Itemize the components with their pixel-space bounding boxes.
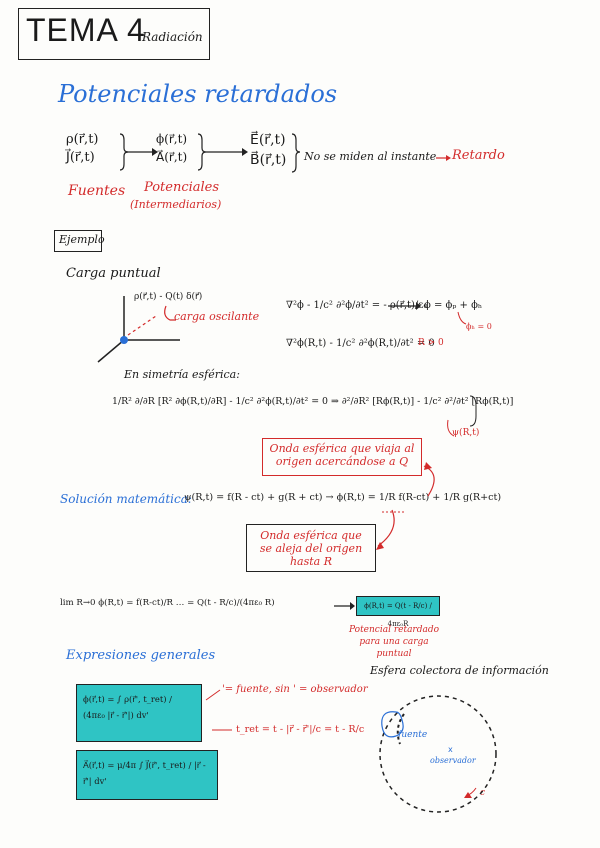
eq3-tag: ψ(R,t) xyxy=(452,428,480,438)
solution-label: Solución matemática: xyxy=(60,492,192,506)
charge-note: carga oscilante xyxy=(174,310,260,323)
field-e: E⃗(r⃗,t) xyxy=(250,132,286,148)
potential-a: A⃗(r⃗,t) xyxy=(156,150,188,164)
example-box xyxy=(54,230,102,252)
source-rho: ρ(r⃗,t) xyxy=(66,132,99,147)
note-instant: No se miden al instante xyxy=(304,150,437,163)
section-heading: Potenciales retardados xyxy=(58,80,338,108)
phi-box: ϕ(r⃗,t) = ∫ ρ(r⃗', t_ret) / (4πε₀ |r⃗ - … xyxy=(76,684,202,742)
sphere-title: Esfera colectora de información xyxy=(370,664,549,677)
spherical-label: En simetría esférica: xyxy=(124,368,240,381)
eq1: ∇²ϕ - 1/c² ∂²ϕ/∂t² = - ρ(r⃗,t)/ε₀ xyxy=(286,300,428,311)
source-j: J⃗(r⃗,t) xyxy=(66,150,95,165)
example-tag: Ejemplo xyxy=(59,233,105,246)
label-potenciales: Potenciales xyxy=(144,180,220,195)
field-b: B⃗(r⃗,t) xyxy=(250,152,287,168)
example-subtitle: Carga puntual xyxy=(66,266,161,281)
tret: t_ret = t - |r⃗ - r⃗'|/c = t - R/c xyxy=(236,724,365,735)
limit-note: Potencial retardado para una carga puntu… xyxy=(348,625,440,659)
c-label: c xyxy=(480,788,486,798)
solution: ψ(R,t) = f(R - ct) + g(R + ct) → ϕ(R,t) … xyxy=(184,492,502,503)
limit-box: ϕ(R,t) = Q(t - R/c) / 4πε₀R xyxy=(356,596,440,628)
eq1-result: ϕ = ϕₚ + ϕₕ xyxy=(424,300,483,311)
potential-phi: ϕ(r⃗,t) xyxy=(156,132,188,146)
charge-label: ρ(r⃗,t) - Q(t) δ(r⃗) xyxy=(134,292,203,302)
label-intermediarios: (Intermediarios) xyxy=(130,198,222,211)
limit-expression: lim R→0 ϕ(R,t) = f(R-ct)/R … = Q(t - R/c… xyxy=(60,598,275,608)
title-main: TEMA 4 xyxy=(26,12,146,48)
eq3: 1/R² ∂/∂R [R² ∂ϕ(R,t)/∂R] - 1/c² ∂²ϕ(R,t… xyxy=(112,396,514,407)
box-outgoing-wave: Onda esférica que se aleja del origen ha… xyxy=(246,524,376,572)
title-sub: Radiación xyxy=(142,30,203,44)
box-incoming-wave: Onda esférica que viaja al origen acercá… xyxy=(262,438,422,476)
a-box: A⃗(r⃗,t) = μ/4π ∫ J⃗(r⃗', t_ret) / |r⃗ -… xyxy=(76,750,218,800)
label-fuentes: Fuentes xyxy=(68,183,126,199)
eq2-cond: R > 0 xyxy=(418,338,444,348)
general-heading: Expresiones generales xyxy=(66,648,216,663)
svg-text:x: x xyxy=(448,745,453,754)
source-label: fuente xyxy=(398,730,428,740)
title-box xyxy=(18,8,210,60)
eq1-side: ϕₕ = 0 xyxy=(466,322,492,331)
observer-label: observador xyxy=(430,756,476,765)
eq2: ∇²ϕ(R,t) - 1/c² ∂²ϕ(R,t)/∂t² = 0 xyxy=(286,338,435,349)
note-retardo: Retardo xyxy=(452,148,505,163)
general-note: '= fuente, sin ' = observador xyxy=(222,684,368,695)
